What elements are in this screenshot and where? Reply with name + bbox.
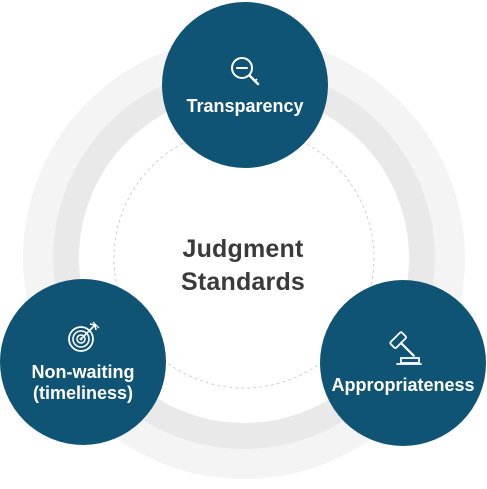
center-title-line-2: Standards xyxy=(180,268,306,296)
center-title-line-1: Judgment xyxy=(182,235,304,263)
node-label-appropriateness: Appropriateness xyxy=(331,374,475,395)
node-transparency: Transparency xyxy=(162,2,328,168)
node-non-waiting: Non-waiting (timeliness) xyxy=(0,279,166,445)
node-label-non-waiting: Non-waiting (timeliness) xyxy=(31,362,135,403)
magnifier-minus-icon xyxy=(231,56,260,85)
center-title: Judgment Standards xyxy=(143,233,343,299)
target-arrow-icon xyxy=(68,321,100,352)
gavel-icon xyxy=(389,330,422,365)
node-label-transparency: Transparency xyxy=(186,95,304,116)
node-appropriateness: Appropriateness xyxy=(320,280,486,446)
